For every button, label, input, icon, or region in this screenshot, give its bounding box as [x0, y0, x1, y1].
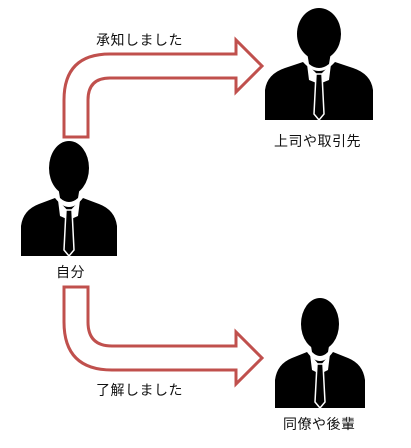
colleague-label: 同僚や後輩 — [283, 417, 356, 433]
arrow-to-superior — [62, 36, 265, 139]
self-label: 自分 — [56, 265, 85, 281]
self-person-icon — [20, 140, 118, 256]
superior-label: 上司や取引先 — [274, 134, 361, 150]
bottom-arrow-label: 了解しました — [96, 383, 183, 399]
colleague-person-icon — [274, 296, 366, 408]
arrow-to-colleague — [62, 285, 265, 388]
superior-person-icon — [263, 8, 375, 120]
top-arrow-label: 承知しました — [96, 33, 183, 49]
